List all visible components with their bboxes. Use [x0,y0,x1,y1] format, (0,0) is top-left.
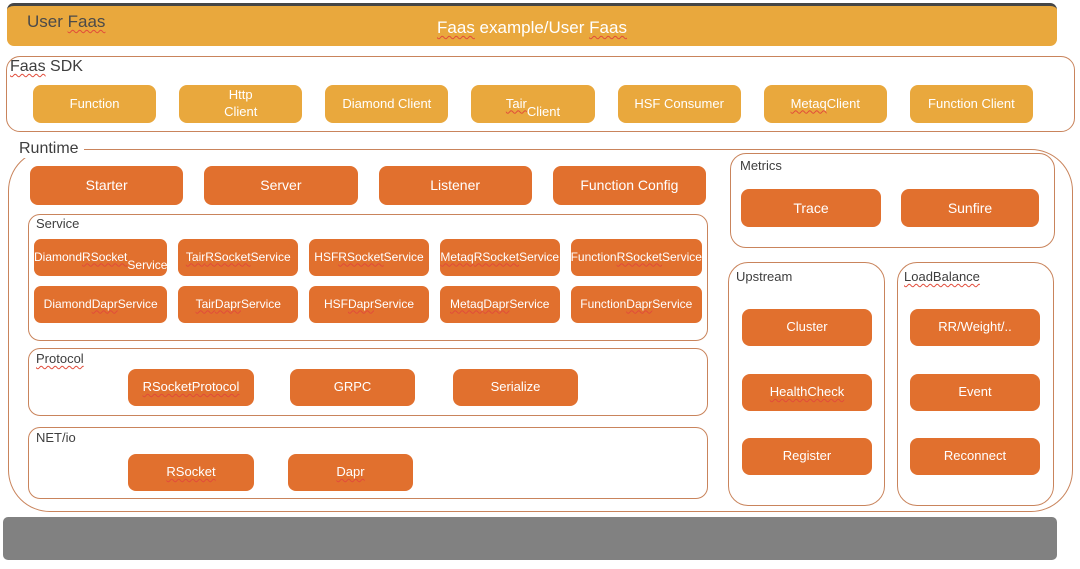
protocol-label: Protocol [36,351,84,366]
sdk-item-diamond-client: Diamond Client [325,85,449,123]
sdk-item-function: Function [33,85,157,123]
faas-sdk-label: Faas SDK [10,58,83,75]
loadbalance-item-rr-weight: RR/Weight/.. [910,309,1040,346]
runtime-item-server: Server [204,166,358,205]
user-faas-label: User Faas [27,12,106,31]
runtime-item-starter: Starter [30,166,184,205]
runtime-item-function-config: Function Config [552,166,706,205]
netio-item-rsocket: RSocket [128,454,254,491]
infrastructure-bar: Infrastructure FC Ginkgo/CSE ASI [3,517,1057,560]
netio-item-dapr: Dapr [288,454,413,491]
faas-sdk-row: Function Http Client Diamond Client Tair… [33,85,1033,123]
metrics-item-trace: Trace [741,189,881,227]
protocol-item-grpc: GRPC [290,369,415,406]
sdk-item-metaq-client: Metaq Client [763,85,887,123]
sdk-item-function-client: Function Client [909,85,1033,123]
runtime-label: Runtime [14,140,84,158]
upstream-item-cluster: Cluster [742,309,872,346]
loadbalance-item-reconnect: Reconnect [910,438,1040,475]
protocol-item-rsocket-protocol: RSocket Protocol [128,369,254,406]
service-item-hsf-dapr: HSF Dapr Service [309,286,429,323]
service-item-function-rsocket: Function RSocket Service [570,239,702,276]
runtime-item-listener: Listener [378,166,532,205]
upstream-item-healthcheck: HealthCheck [742,374,872,411]
sdk-item-hsf-consumer: HSF Consumer [617,85,741,123]
service-item-metaq-dapr: Metaq Dapr Service [439,286,560,323]
user-faas-layer-bar: User Faas Faas example/User Faas [7,3,1057,46]
sdk-item-tair-client: Tair Client [471,85,595,123]
service-item-diamond-dapr: Diamond Dapr Service [34,286,168,323]
faas-example-title: Faas example/User Faas [437,18,627,37]
metrics-label: Metrics [740,158,782,173]
service-item-tair-rsocket: Tair RSocket Service [178,239,299,276]
service-grid: Diamond RSocket Service Tair RSocket Ser… [34,239,702,323]
service-item-hsf-rsocket: HSF RSocket Service [309,239,429,276]
service-item-tair-dapr: Tair Dapr Service [178,286,299,323]
service-item-metaq-rsocket: Metaq RSocket Service [439,239,560,276]
service-item-diamond-rsocket: Diamond RSocket Service [34,239,168,276]
upstream-item-register: Register [742,438,872,475]
service-label: Service [36,216,80,231]
sdk-item-http-client: Http Client [179,85,303,123]
runtime-top-row: Starter Server Listener Function Config [30,166,706,205]
loadbalance-label: LoadBalance [904,269,980,284]
upstream-label: Upstream [736,269,793,284]
netio-label: NET/io [36,430,76,445]
service-item-function-dapr: Function Dapr Service [570,286,702,323]
protocol-item-serialize: Serialize [453,369,578,406]
loadbalance-item-event: Event [910,374,1040,411]
metrics-item-sunfire: Sunfire [901,189,1039,227]
